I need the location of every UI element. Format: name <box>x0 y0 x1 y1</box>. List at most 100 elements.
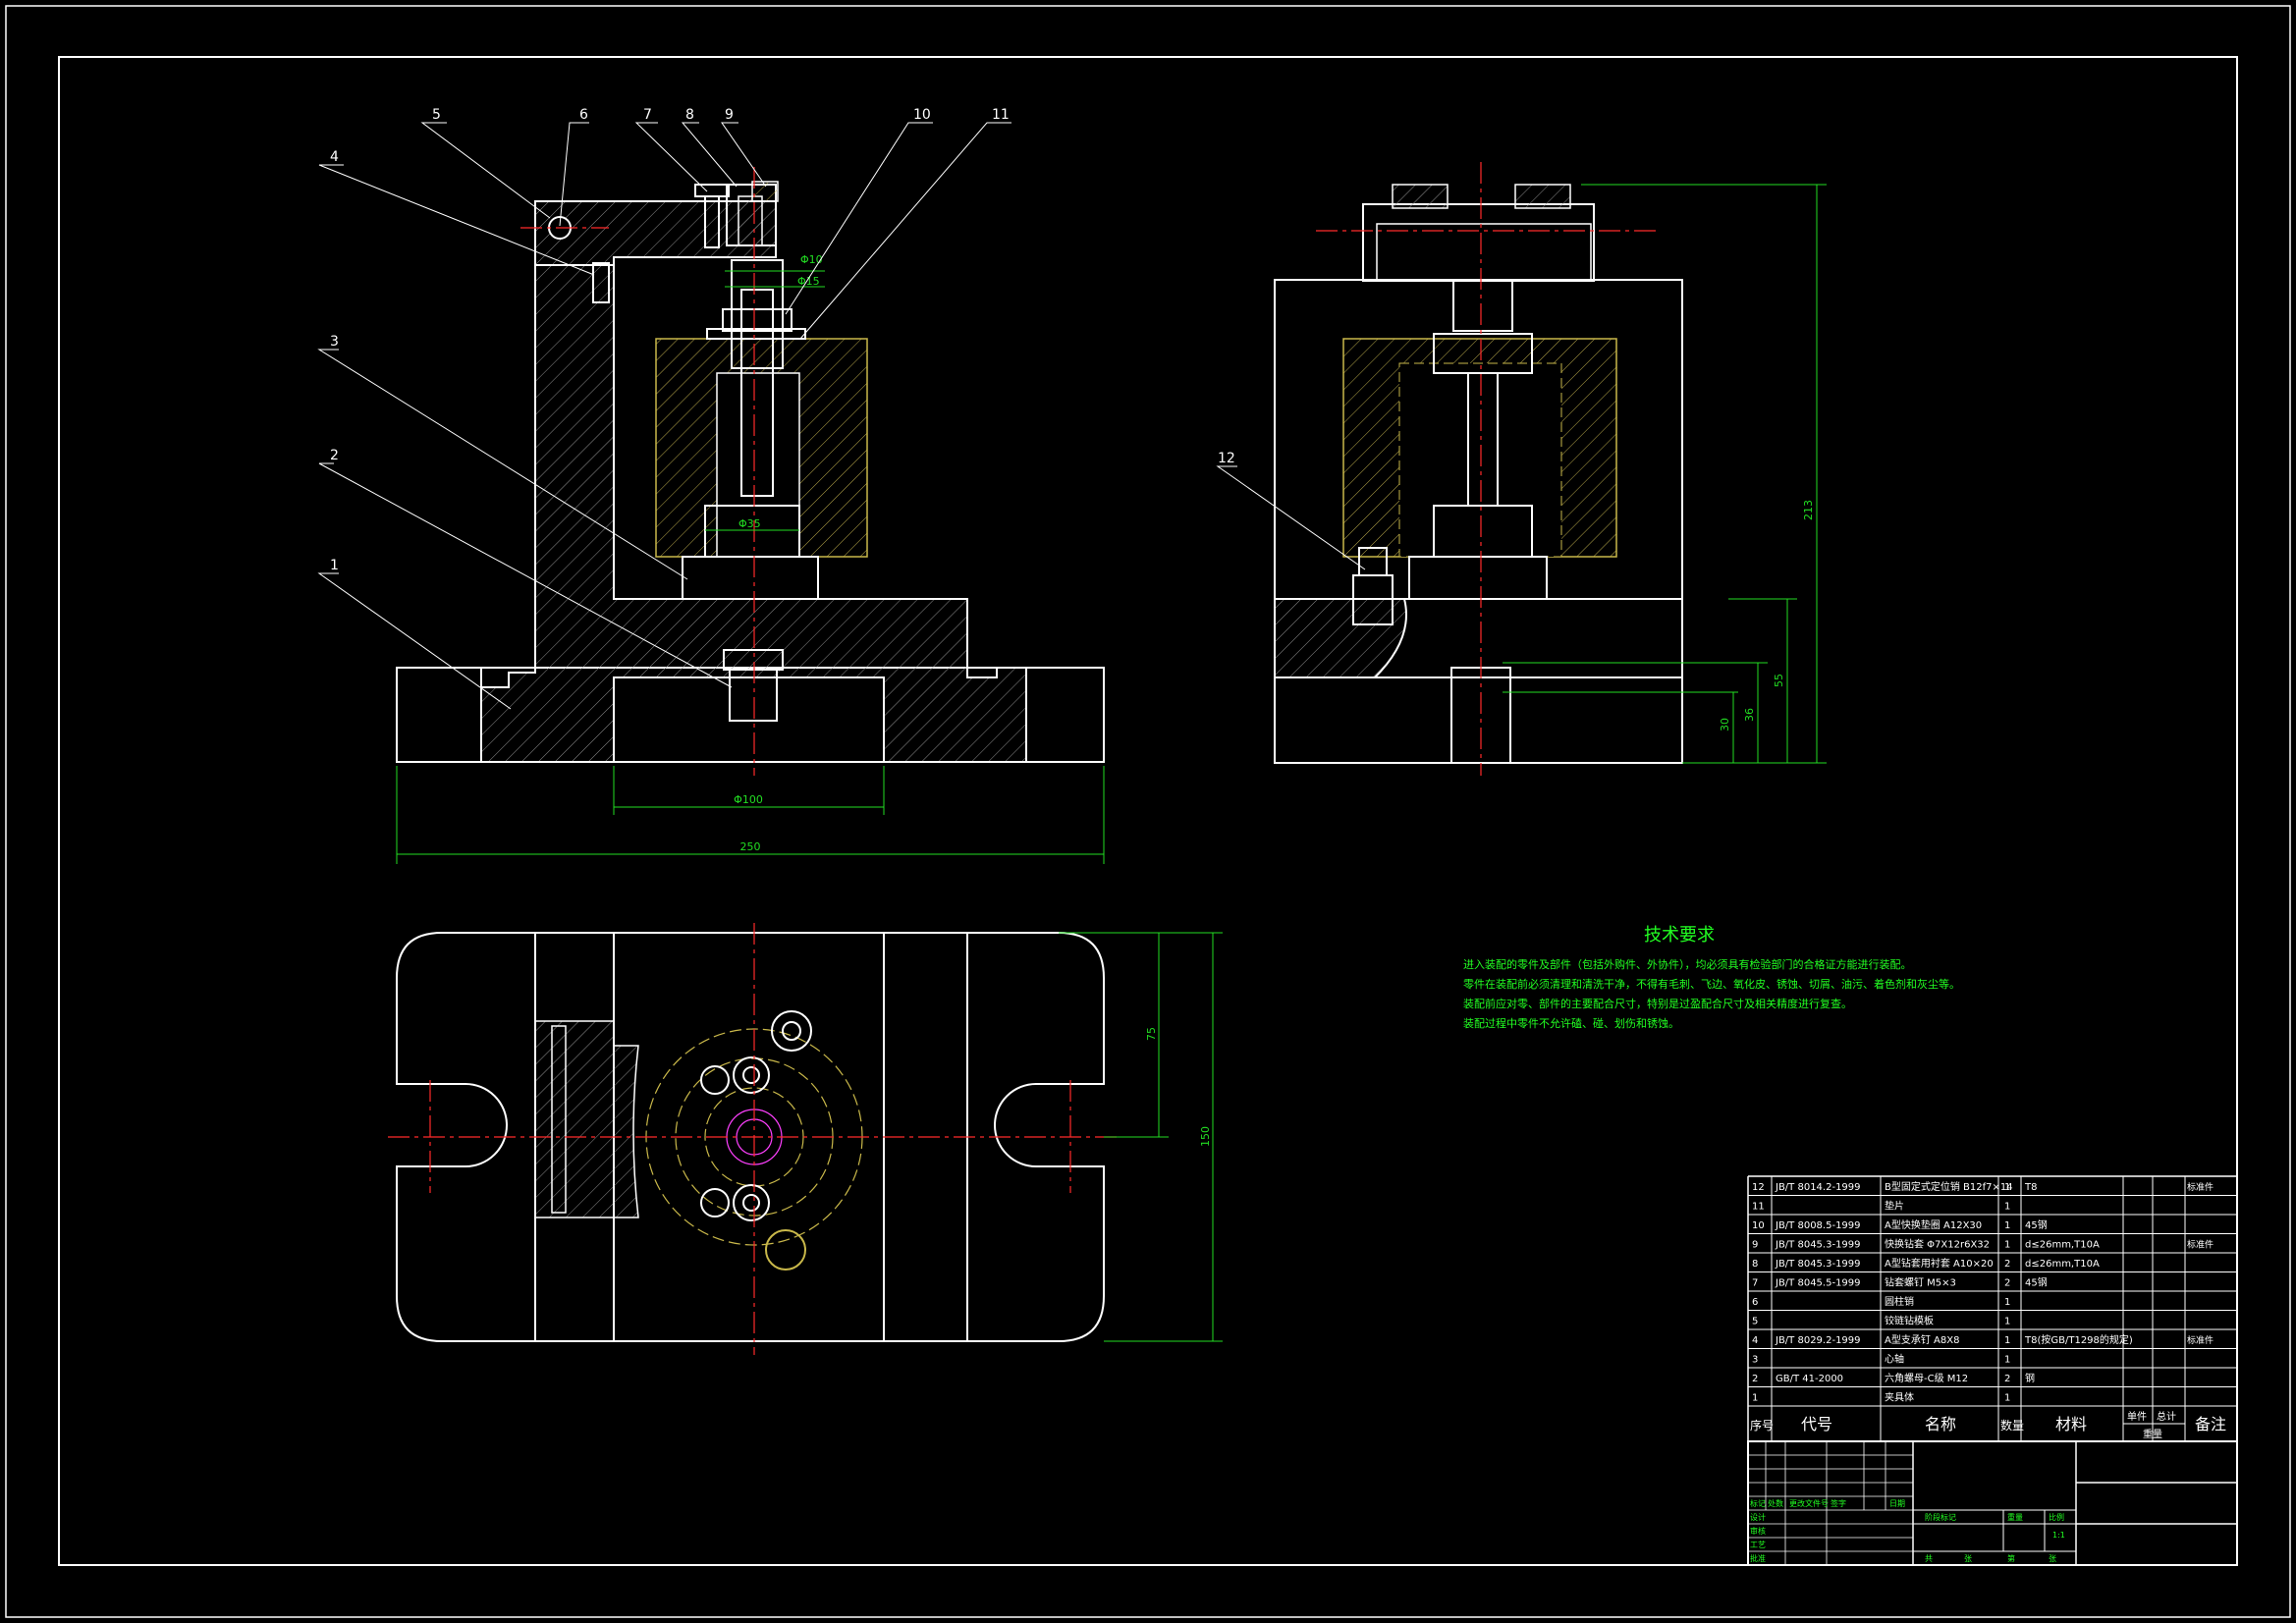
tb-label-0: 标记 <box>1750 1498 1766 1508</box>
bom-row-no: 12 <box>1752 1182 1765 1193</box>
tech-line-1: 进入装配的零件及部件（包括外购件、外协件），均必须具有检验部门的合格证方能进行装… <box>1463 957 1912 971</box>
bom-header-name: 名称 <box>1925 1415 1956 1434</box>
bom-row-no: 11 <box>1752 1202 1765 1213</box>
dim-30: 30 <box>1719 718 1731 731</box>
bom-row-qty: 1 <box>2004 1240 2010 1251</box>
balloon-10: 10 <box>913 107 931 123</box>
dim-75: 75 <box>1145 1027 1158 1041</box>
tech-line-4: 装配过程中零件不允许磕、碰、划伤和锈蚀。 <box>1463 1016 1679 1030</box>
title-block: 标记 处数 更改文件号 签字 日期 设计 审核 工艺 批准 阶段标记 重量 比例… <box>1747 1440 2238 1566</box>
tb-label-6: 审核 <box>1750 1526 1766 1536</box>
bom-header-single: 单件 <box>2127 1411 2147 1423</box>
bom-row-no: 1 <box>1752 1393 1758 1404</box>
bom-row-material: 45钢 <box>2025 1276 2048 1289</box>
balloon-5: 5 <box>432 107 441 123</box>
dim-phi35: Φ35 <box>738 517 761 530</box>
bom-header-note: 备注 <box>2195 1415 2226 1434</box>
bom-row-qty: 2 <box>2004 1374 2010 1384</box>
bom-header-qty: 数量 <box>2000 1418 2024 1433</box>
bom-row-no: 7 <box>1752 1278 1758 1289</box>
bom-row-name: 钻套螺钉 M5×3 <box>1885 1276 1956 1289</box>
bom-row-material: T8 <box>2024 1182 2037 1193</box>
tb-label-14: 第 <box>2007 1553 2015 1563</box>
tb-scale: 1:1 <box>2052 1531 2065 1540</box>
bom-row-name: 快换钻套 Φ7X12r6X32 <box>1885 1238 1990 1251</box>
dim-150: 150 <box>1199 1126 1212 1147</box>
inner-border <box>58 56 2238 1566</box>
tech-requirements: 技术要求 进入装配的零件及部件（包括外购件、外协件），均必须具有检验部门的合格证… <box>1463 925 1960 1030</box>
tech-line-3: 装配前应对零、部件的主要配合尺寸，特别是过盈配合尺寸及相关精度进行复查。 <box>1463 997 1852 1010</box>
dim-phi100: Φ100 <box>734 793 763 806</box>
balloon-12: 12 <box>1218 451 1235 466</box>
bom-row-code: JB/T 8045.5-1999 <box>1775 1278 1861 1289</box>
bom-row-name: A型钻套用衬套 A10×20 <box>1885 1257 1994 1270</box>
bom-row-name: 垫片 <box>1885 1200 1904 1213</box>
bom-row-name: 圆柱销 <box>1885 1295 1914 1308</box>
bom-row-qty: 1 <box>2004 1182 2010 1193</box>
bom-row-material: 钢 <box>2025 1372 2035 1384</box>
bom-row-qty: 1 <box>2004 1317 2010 1327</box>
bom-row-no: 10 <box>1752 1220 1765 1231</box>
bom-header-material: 材料 <box>2055 1415 2087 1434</box>
tech-line-2: 零件在装配前必须清理和清洗干净，不得有毛刺、飞边、氧化皮、锈蚀、切屑、油污、着色… <box>1463 977 1960 991</box>
bom-row-no: 2 <box>1752 1374 1758 1384</box>
bom-row-material: d≤26mm,T10A <box>2025 1240 2100 1251</box>
tb-label-12: 共 <box>1925 1554 1933 1563</box>
bom-row-code: GB/T 41-2000 <box>1776 1374 1843 1384</box>
tb-label-1: 处数 <box>1768 1498 1783 1508</box>
tb-label-5: 设计 <box>1750 1512 1766 1522</box>
bom-row-no: 5 <box>1752 1317 1758 1327</box>
balloon-7: 7 <box>643 107 652 123</box>
bom-row-no: 8 <box>1752 1259 1758 1270</box>
tb-label-13: 张 <box>1964 1554 1972 1563</box>
bom-row-qty: 1 <box>2004 1355 2010 1366</box>
balloon-8: 8 <box>685 107 694 123</box>
bom-row-code: JB/T 8014.2-1999 <box>1775 1182 1861 1193</box>
bom-row-name: 夹具体 <box>1885 1391 1914 1404</box>
balloon-4: 4 <box>330 149 339 165</box>
bom-row-name: A型快换垫圈 A12X30 <box>1885 1218 1982 1231</box>
bom-row-qty: 1 <box>2004 1220 2010 1231</box>
bom-header-code: 代号 <box>1801 1415 1832 1434</box>
bom-row-name: B型固定式定位销 B12f7×14 <box>1885 1180 2013 1193</box>
bom-row-no: 4 <box>1752 1335 1758 1346</box>
bom-row-note: 标准件 <box>2187 1334 2214 1346</box>
dim-phi15: Φ15 <box>797 275 820 288</box>
balloon-1: 1 <box>330 558 339 573</box>
tech-title: 技术要求 <box>1644 925 1715 946</box>
balloon-6: 6 <box>579 107 588 123</box>
bom-row-qty: 1 <box>2004 1393 2010 1404</box>
bom-row-no: 9 <box>1752 1240 1758 1251</box>
tb-label-3: 签字 <box>1831 1498 1846 1508</box>
bom-row-no: 3 <box>1752 1355 1758 1366</box>
balloon-2: 2 <box>330 448 339 463</box>
tb-label-8: 批准 <box>1750 1553 1766 1563</box>
bom-row-code: JB/T 8029.2-1999 <box>1775 1335 1861 1346</box>
bom-row-qty: 2 <box>2004 1278 2010 1289</box>
bom-row-name: 心轴 <box>1885 1353 1904 1366</box>
front-view: 250 Φ100 Φ10 Φ15 Φ35 1 2 3 4 <box>317 107 1105 864</box>
bom-row-code: JB/T 8045.3-1999 <box>1775 1259 1861 1270</box>
bom-row-material: 45钢 <box>2025 1218 2048 1231</box>
bom-row-no: 6 <box>1752 1297 1758 1308</box>
dim-phi10: Φ10 <box>800 253 823 266</box>
bom-row-code: JB/T 8045.3-1999 <box>1775 1240 1861 1251</box>
bom-row-note: 标准件 <box>2187 1239 2214 1251</box>
bom-row-qty: 1 <box>2004 1335 2010 1346</box>
bom-row-name: A型支承钉 A8X8 <box>1885 1333 1959 1346</box>
bom-row-name: 铰链钻模板 <box>1885 1315 1934 1327</box>
balloon-3: 3 <box>330 334 339 350</box>
tb-label-9: 阶段标记 <box>1925 1512 1956 1522</box>
bom-header-no: 序号 <box>1750 1418 1774 1433</box>
bom-row-qty: 1 <box>2004 1202 2010 1213</box>
side-view: 213 55 36 30 12 <box>1216 162 1827 776</box>
bom-row-qty: 1 <box>2004 1297 2010 1308</box>
tb-label-2: 更改文件号 <box>1789 1498 1829 1508</box>
bom-header-total: 总计 <box>2157 1410 2176 1423</box>
dim-213: 213 <box>1802 500 1815 520</box>
dim-55: 55 <box>1773 674 1785 687</box>
bom-row-code: JB/T 8008.5-1999 <box>1775 1220 1861 1231</box>
balloon-11: 11 <box>992 107 1010 123</box>
